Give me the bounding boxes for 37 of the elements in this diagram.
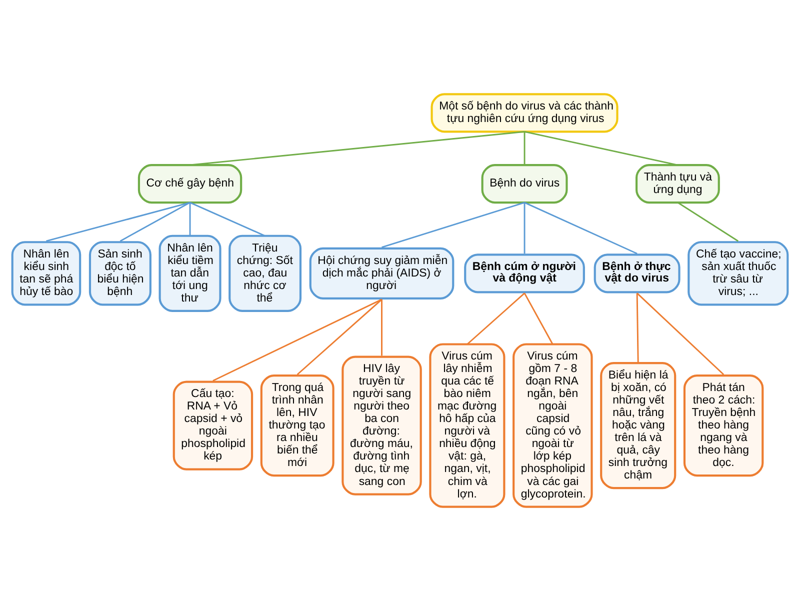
node-box: Cấu tạo: RNA + Vỏ capsid + vỏ ngoài phospholipid kép [172,380,254,470]
node-box: Sản sinh độc tố biểu hiện bệnh [88,240,152,306]
node-box: Hội chứng suy giảm miễn dịch mắc phải (AIDS) ở người [309,246,454,299]
connector [382,201,525,248]
connector [46,201,190,242]
connector [190,130,525,166]
node-box: Bệnh do virus [481,163,568,204]
connector [524,131,526,165]
connector [524,292,554,344]
node-box: HIV lây truyền từ người sang người theo ba con đường: đường máu, đường tình dục, từ mẹ sang con [342,355,422,495]
node-box: Nhân lên kiểu sinh tan sẽ phá hủy tế bào [11,240,82,306]
connector [524,201,638,254]
connector [524,202,526,254]
node-box: Phát tán theo 2 cách: Truyền bệnh theo hàng ngang và theo hàng dọc. [683,374,764,476]
connector [677,201,739,242]
connector [212,298,382,381]
node-box: Một số bệnh do virus và các thành tựu nghiên cứu ứng dụng virus [430,92,618,132]
node-box: Chế tạo vaccine; sản xuất thuốc trừ sâu từ virus; ... [688,240,789,306]
connector [466,292,526,344]
connector [120,201,190,242]
connector [296,298,382,375]
connector [636,292,724,375]
node-box: Virus cúm lây nhiễm qua các tế bào niêm mạc đường hô hấp của người và nhiều động vật: gà, ngan, vịt, chim và lợn. [429,342,506,508]
node-box: Thành tựu và ứng dụng [636,163,720,204]
connector [636,292,639,362]
node-box: Bệnh ở thực vật do virus [594,253,680,293]
node-box: Triệu chứng: Sốt cao, đau nhức cơ thể [228,234,302,312]
node-box: Nhân lên kiểu tiềm tan dẫn tới ung thư [158,234,222,312]
connector [524,130,678,166]
node-box: Bệnh cúm ở người và động vật [464,253,585,293]
connector [381,298,382,356]
connector [190,201,266,236]
connector [189,202,191,236]
node-box: Trong quá trình nhân lên, HIV thường tạo ra nhiều biến thể mới [260,374,334,476]
node-box: Biểu hiện lá bị xoăn, có những vết nâu, trắng hoặc vàng trên lá và quả, cây sinh trưởng chậm [600,361,676,489]
node-box: Cơ chế gây bệnh [138,163,242,204]
node-box: Virus cúm gồm 7 - 8 đoạn RNA ngắn, bên ngoài capsid cũng có vỏ ngoài từ lớp kép phospholipid và các gai glycoprotein. [512,342,593,508]
